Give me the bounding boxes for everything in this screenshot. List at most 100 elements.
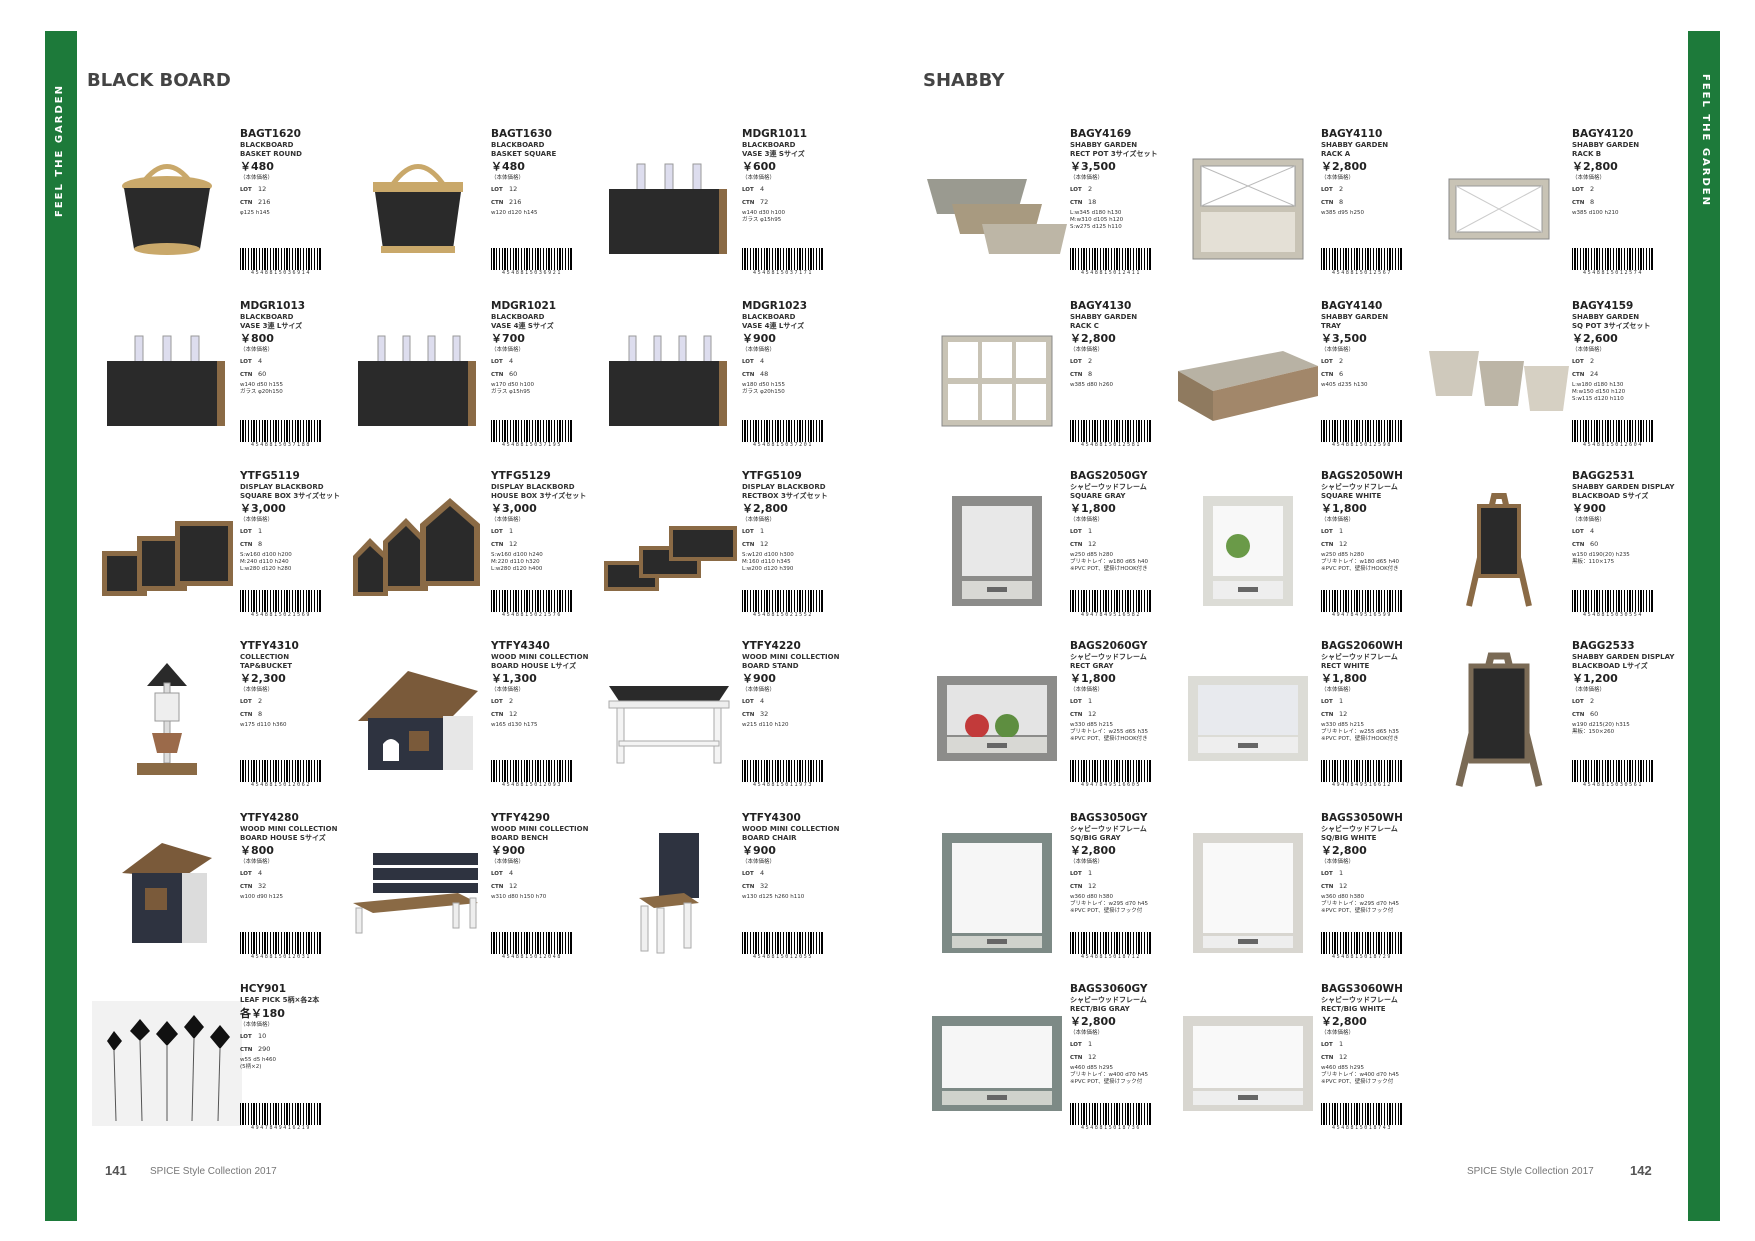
barcode: 4548815021552 xyxy=(742,590,824,618)
product-name: COLLECTION TAP&BUCKET xyxy=(240,653,293,670)
barcode-bars xyxy=(742,760,824,782)
product-image xyxy=(922,830,1072,955)
product-name: シャビーウッドフレーム SQUARE WHITE xyxy=(1321,483,1398,500)
tax-note: （本体価格） xyxy=(1070,687,1104,693)
lot-label: LOT xyxy=(1572,529,1584,535)
product-price: 各￥180 xyxy=(240,1006,285,1020)
ctn-value: 12 xyxy=(1339,882,1348,890)
barcode-number: 4548815037201 xyxy=(753,442,813,448)
barcode-number: 4548815012093 xyxy=(502,782,562,788)
product-size: w360 d80 h380 ブリキトレイ：w295 d70 h45 ※PVC P… xyxy=(1321,894,1399,914)
product-price: ￥1,800 xyxy=(1321,502,1367,515)
product-price: ￥2,600 xyxy=(1572,332,1618,345)
lot-value: 1 xyxy=(760,527,765,535)
product-card: BAGS2060GY シャビーウッドフレーム RECT GRAY ￥1,800 … xyxy=(922,640,1172,805)
product-size: w140 d30 h100 ガラス φ15h95 xyxy=(742,210,785,223)
product-name: BLACKBOARD VASE 4連 Sサイズ xyxy=(491,313,554,330)
barcode-number: 4548815012567 xyxy=(1332,270,1392,276)
lot-value: 2 xyxy=(509,697,514,705)
product-size: w130 d125 h260 h110 xyxy=(742,894,805,900)
product-code: MDGR1023 xyxy=(742,300,808,312)
ctn-label: CTN xyxy=(1321,712,1334,718)
product-price: ￥2,800 xyxy=(742,502,788,515)
tax-note: （本体価格） xyxy=(742,687,776,693)
product-size: w215 d110 h120 xyxy=(742,722,789,728)
product-card: YTFY4300 WOOD MINI COLLECTION BOARD CHAI… xyxy=(594,812,844,977)
product-info: MDGR1013 BLACKBOARD VASE 3連 Lサイズ ￥800 （本… xyxy=(240,300,352,396)
barcode: 4548815036914 xyxy=(240,248,322,276)
product-card: MDGR1011 BLACKBOARD VASE 3連 Sサイズ ￥600 （本… xyxy=(594,128,844,293)
lot-label: LOT xyxy=(1070,871,1082,877)
product-size: w175 d110 h360 xyxy=(240,722,287,728)
product-size: w330 d85 h215 ブリキトレイ：w255 d65 h35 ※PVC P… xyxy=(1321,722,1399,742)
product-code: YTFG5119 xyxy=(240,470,300,482)
barcode: 4548815018712 xyxy=(1070,932,1152,960)
barcode: 4548815012062 xyxy=(240,760,322,788)
barcode: 4548815030554 xyxy=(1572,590,1654,618)
ctn-label: CTN xyxy=(240,712,253,718)
ctn-value: 8 xyxy=(1339,198,1344,206)
barcode-number: 4947849516599 xyxy=(1332,612,1392,618)
lot-value: 2 xyxy=(258,697,263,705)
tax-note: （本体価格） xyxy=(1070,1030,1104,1036)
tax-note: （本体価格） xyxy=(1572,347,1606,353)
product-info: YTFY4310 COLLECTION TAP&BUCKET ￥2,300 （本… xyxy=(240,640,352,729)
ctn-value: 60 xyxy=(509,370,518,378)
product-name: SHABBY GARDEN RACK B xyxy=(1572,141,1640,158)
product-code: YTFG5109 xyxy=(742,470,802,482)
product-image xyxy=(922,658,1072,783)
product-size: φ125 h145 xyxy=(240,210,270,216)
ctn-label: CTN xyxy=(1070,542,1083,548)
product-price: ￥2,800 xyxy=(1321,1015,1367,1028)
product-name: WOOD MINI COLLECTION BOARD CHAIR xyxy=(742,825,840,842)
barcode: 4548815037201 xyxy=(742,420,824,448)
tax-note: （本体価格） xyxy=(240,687,274,693)
product-name: シャビーウッドフレーム SQ/BIG GRAY xyxy=(1070,825,1147,842)
ctn-label: CTN xyxy=(491,712,504,718)
lot-label: LOT xyxy=(240,699,252,705)
lot-label: LOT xyxy=(1070,529,1082,535)
product-code: MDGR1013 xyxy=(240,300,306,312)
ctn-label: CTN xyxy=(742,712,755,718)
product-image xyxy=(92,488,242,613)
barcode: 4548815012574 xyxy=(1572,248,1654,276)
product-info: MDGR1011 BLACKBOARD VASE 3連 Sサイズ ￥600 （本… xyxy=(742,128,854,224)
ctn-value: 12 xyxy=(1088,710,1097,718)
lot-label: LOT xyxy=(742,699,754,705)
barcode-number: 4548815012048 xyxy=(502,954,562,960)
barcode-bars xyxy=(1321,932,1403,954)
product-info: BAGS2050GY シャビーウッドフレーム SQUARE GRAY ￥1,80… xyxy=(1070,470,1182,573)
product-image xyxy=(92,830,242,955)
tax-note: （本体価格） xyxy=(742,175,776,181)
product-image xyxy=(1173,830,1323,955)
product-size: L:w345 d180 h130 M:w310 d105 h120 S:w275… xyxy=(1070,210,1124,230)
barcode-number: 4548815018729 xyxy=(1332,954,1392,960)
product-name: SHABBY GARDEN DISPLAY BLACKBOAD Sサイズ xyxy=(1572,483,1675,500)
ctn-value: 60 xyxy=(1590,710,1599,718)
ctn-value: 32 xyxy=(760,710,769,718)
product-card: BAGS3060WH シャビーウッドフレーム RECT/BIG WHITE ￥2… xyxy=(1173,983,1423,1148)
lot-value: 1 xyxy=(258,527,263,535)
lot-label: LOT xyxy=(1070,699,1082,705)
product-image xyxy=(594,146,744,271)
lot-value: 4 xyxy=(760,357,765,365)
product-size: w100 d90 h125 xyxy=(240,894,283,900)
tax-note: （本体価格） xyxy=(1321,347,1355,353)
barcode: 4548815012031 xyxy=(240,932,322,960)
lot-label: LOT xyxy=(1070,1042,1082,1048)
product-info: BAGY4169 SHABBY GARDEN RECT POT 3サイズセット … xyxy=(1070,128,1182,231)
product-code: BAGY4140 xyxy=(1321,300,1383,312)
product-name: BLACKBOARD BASKET ROUND xyxy=(240,141,302,158)
product-card: BAGY4140 SHABBY GARDEN TRAY ￥3,500 （本体価格… xyxy=(1173,300,1423,465)
barcode-bars xyxy=(1321,590,1403,612)
product-name: シャビーウッドフレーム RECT/BIG GRAY xyxy=(1070,996,1147,1013)
